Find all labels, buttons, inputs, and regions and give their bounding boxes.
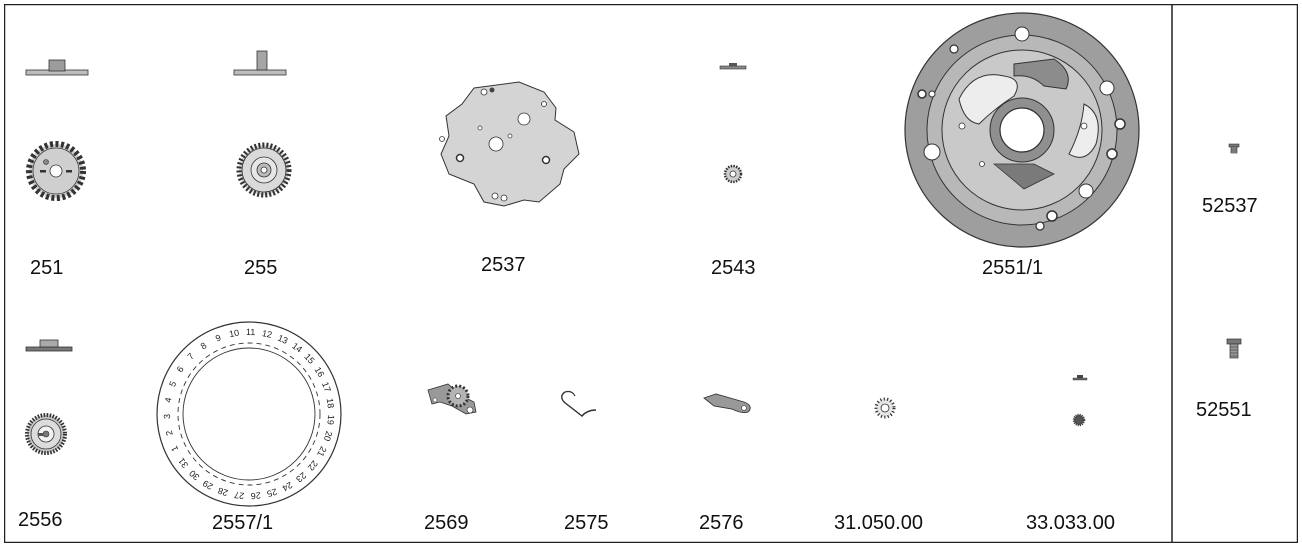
part-label-2543: 2543 [711,257,756,279]
date-disc-number: 24 [281,480,295,494]
date-disc-number: 25 [266,486,278,498]
gear-wheel-icon [26,141,86,201]
date-disc-number: 15 [302,352,316,366]
lever-icon [427,383,477,415]
part-label-2537: 2537 [481,254,526,276]
gear-wheel-255-side [233,50,287,76]
part-label-2551-1: 2551/1 [982,257,1044,279]
date-disc-number: 31 [176,456,190,470]
ring-icon [904,12,1140,248]
date-disc-number: 29 [201,478,215,492]
gear-wheel-icon [25,413,67,455]
date-disc-number: 20 [322,430,334,442]
date-disc-number: 16 [313,365,327,379]
pinion-2543-side [719,63,747,70]
date-disc-number: 9 [214,332,222,343]
gear-wheel-251-side [25,59,89,76]
date-disc-number: 8 [199,340,209,351]
date-disc-number: 11 [246,327,256,337]
pinion-33-033-00-side [1072,375,1088,381]
spring-icon [561,390,597,417]
date-disc-number: 3 [162,414,172,419]
date-disc-number: 22 [306,458,320,472]
date-disc-number: 14 [290,341,304,355]
part-label-2557-1: 2557/1 [212,512,274,534]
date-disc-number: 19 [325,414,336,425]
part-label-52537: 52537 [1202,195,1258,217]
screw-icon [1228,143,1240,154]
part-label-2569: 2569 [424,512,469,534]
wheel-2556-side [25,339,73,352]
date-disc-number: 12 [261,328,273,340]
date-disc-number: 2 [164,429,175,436]
date-disc-number: 5 [167,380,178,388]
part-label-33-033-00: 33.033.00 [1026,512,1115,534]
date-disc-number: 28 [217,485,230,498]
date-disc-number: 21 [315,445,328,458]
part-label-2556: 2556 [18,509,63,531]
date-disc-number: 18 [325,398,336,409]
date-disc-number: 7 [185,351,196,362]
date-disc-number: 17 [320,381,333,394]
lever-icon [703,393,751,414]
date-disc-number: 27 [234,490,245,501]
date-disc-number: 30 [187,468,201,482]
plate-icon [439,81,580,207]
parts-drawing: 1234567891011121314151617181920212223242… [4,4,1298,543]
part-label-2576: 2576 [699,512,744,534]
part-label-251: 251 [30,257,64,279]
date-disc-number: 4 [163,397,174,404]
gear-wheel-icon [236,142,292,198]
part-label-52551: 52551 [1196,399,1252,421]
pinion-icon [723,164,743,184]
date-disc-number: 10 [228,328,240,340]
star-wheel-icon [874,397,896,419]
date-disc-number: 13 [276,333,289,346]
part-label-255: 255 [244,257,278,279]
part-label-2575: 2575 [564,512,609,534]
frame-border [4,4,1298,543]
date-disc-number: 23 [294,470,308,484]
screw-icon [1226,338,1242,359]
date-disc-number: 26 [250,490,261,501]
part-label-31-050-00: 31.050.00 [834,512,923,534]
date-disc-number: 1 [169,444,180,453]
pinion-icon [1072,413,1086,427]
date-disc-number: 6 [175,364,186,374]
